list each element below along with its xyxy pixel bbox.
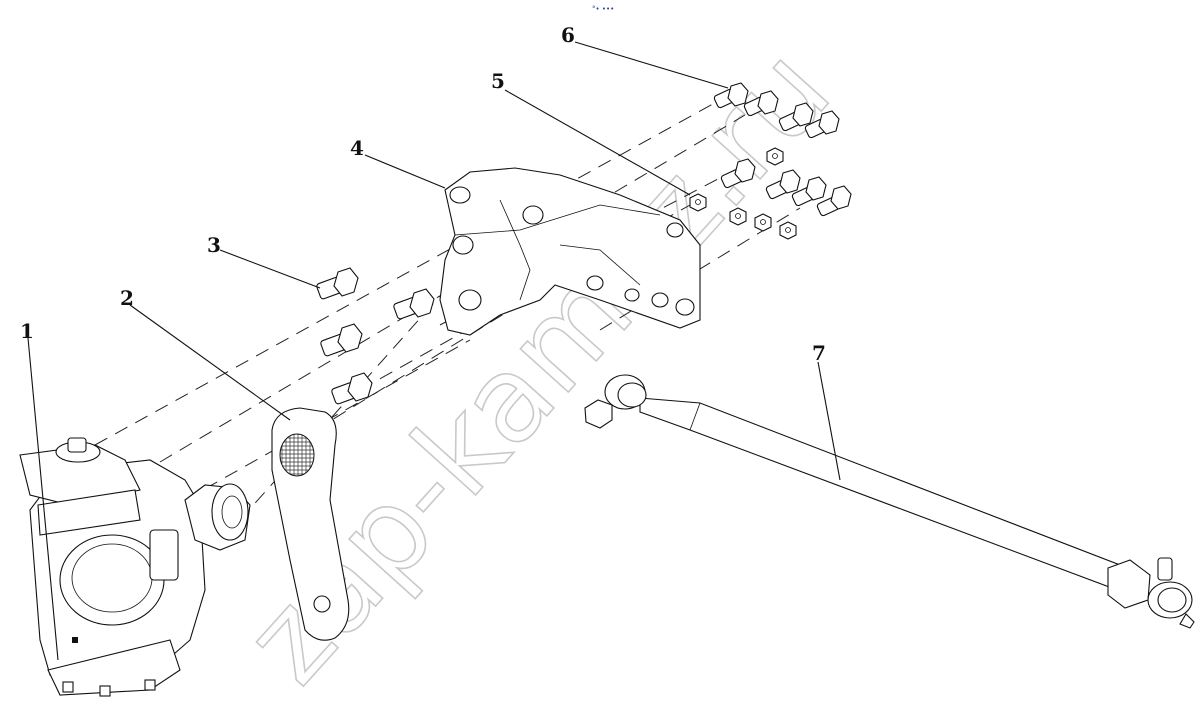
nut-icon: [729, 207, 747, 226]
bolt-icon: [778, 102, 814, 132]
nut-icon: [779, 221, 797, 240]
part-label-3: 3: [207, 233, 221, 257]
bolt-icon: [816, 185, 852, 217]
bolt-group-left: [316, 267, 435, 405]
bolt-icon: [791, 176, 827, 207]
bolt-icon: [765, 169, 801, 200]
nut-group: [689, 147, 797, 240]
bolt-icon: [743, 90, 779, 117]
part-label-1: 1: [20, 319, 34, 343]
pitman-arm-icon: [271, 407, 350, 641]
nut-icon: [754, 213, 772, 232]
bracket-icon: [439, 167, 701, 336]
tie-rod-icon: [584, 374, 1195, 629]
bolt-icon: [320, 323, 363, 357]
bolt-icon: [393, 288, 435, 320]
part-label-2: 2: [120, 286, 134, 310]
part-label-4: 4: [350, 136, 364, 160]
part-labels: 1 2 3 4 5 6 7: [20, 23, 826, 365]
logo-mark: °• •••: [592, 5, 614, 13]
steering-gear-icon: [19, 437, 251, 697]
bolt-icon: [804, 110, 840, 139]
bolt-icon: [720, 158, 756, 189]
leader-lines: [27, 41, 841, 661]
nut-icon: [689, 193, 707, 212]
bolt-group-right: [713, 82, 852, 217]
part-label-7: 7: [812, 341, 826, 365]
part-label-6: 6: [561, 23, 575, 47]
bolt-icon: [331, 372, 373, 405]
nut-icon: [766, 147, 784, 166]
bolt-icon: [316, 267, 359, 300]
part-label-5: 5: [491, 69, 505, 93]
bolt-icon: [713, 82, 749, 109]
